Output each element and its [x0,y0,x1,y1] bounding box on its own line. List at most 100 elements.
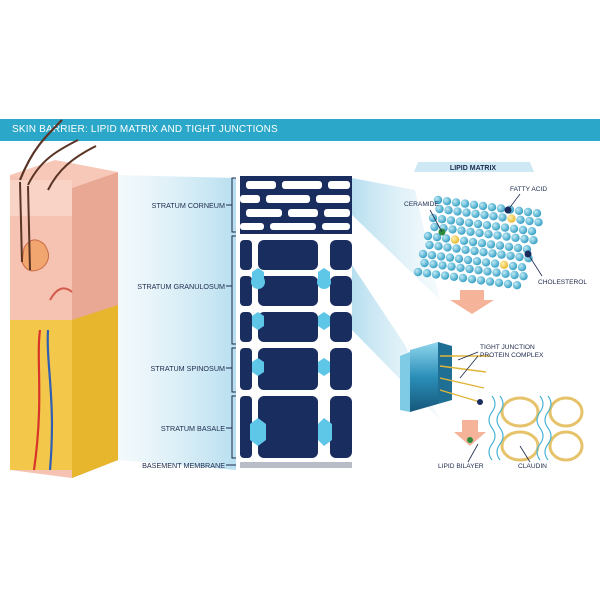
lipid-sphere [457,226,466,235]
lipid-sphere [477,239,487,248]
lipid-sphere [442,197,452,206]
lipid-sphere [489,212,498,221]
callout-claudin: CLAUDIN [518,463,547,470]
title-banner [0,119,600,141]
lipid-sphere [515,252,524,262]
lipid-sphere [488,249,497,258]
lipid-sphere [523,207,533,217]
lipid-sphere [499,260,509,269]
lipid-sphere [464,218,474,227]
lipid-sphere [466,227,475,236]
lipid-sphere [438,261,447,270]
lipid-sphere [452,244,461,253]
lipid-matrix-panel [413,162,543,314]
lipid-sphere [435,204,444,214]
lipid-sphere [532,209,542,218]
lipid-sphere [418,249,428,259]
lipid-sphere [516,215,525,224]
lipid-sphere [506,251,515,260]
lipid-sphere [500,223,510,232]
callout-tight-junction-line1: TIGHT JUNCTION [480,344,535,351]
lipid-sphere [534,218,543,227]
layer-label-stratum-basale: STRATUM BASALE [160,424,225,433]
epidermis-layer-column [240,176,352,468]
lipid-sphere [511,233,520,242]
lipid-sphere [474,266,483,275]
lipid-sphere [491,222,501,231]
lipid-sphere [445,253,455,262]
lipid-sphere [486,240,496,249]
lipid-sphere [451,198,461,207]
callout-fatty-acid: FATTY ACID [510,186,548,193]
lipid-sphere [461,245,470,254]
lipid-sphere [496,204,506,213]
lipid-sphere [481,258,491,267]
callout-leaders [429,193,543,463]
lipid-sphere [493,231,502,240]
lipid-sphere [471,209,480,218]
callout-ceramide: CERAMIDE [404,201,439,208]
lipid-sphere [520,234,529,244]
lipid-sphere [476,276,486,285]
lipid-sphere [484,230,493,239]
skin-cross-section [10,119,118,478]
lipid-sphere [510,270,519,280]
layer-label-basement-membrane: BASEMENT MEMBRANE [142,461,225,470]
lipid-sphere [444,206,453,215]
lipid-sphere [443,243,452,252]
lipid-sphere [518,225,528,235]
lipid-sphere [482,221,492,230]
lipid-sphere [431,270,441,279]
callout-tight-junction-line2: PROTEIN COMPLEX [480,351,544,359]
layer-label-stratum-granulosum: STRATUM GRANULOSUM [137,282,225,291]
lipid-sphere [472,257,482,266]
lipid-sphere [494,278,504,287]
lipid-sphere [492,268,501,277]
lipid-sphere [509,224,519,233]
down-arrow-icon-2 [454,420,486,446]
lipid-sphere [423,231,433,241]
lipid-sphere [501,269,510,278]
lipid-sphere [483,267,492,276]
lipid-sphere [469,200,479,209]
lipid-sphere [514,206,524,215]
callout-cholesterol: CHOLESTEROL [538,279,588,286]
lipid-sphere [463,255,473,265]
lipid-sphere [519,272,528,281]
lipid-sphere [427,251,437,260]
lipid-sphere [479,248,488,257]
lipid-sphere [422,269,432,278]
tight-junction-panel [400,342,584,462]
lipid-sphere [475,228,484,238]
diagram-title: SKIN BARRIER: LIPID MATRIX AND TIGHT JUN… [12,124,278,135]
lipid-sphere [456,263,465,272]
lipid-sphere [446,216,456,225]
lipid-sphere [478,201,488,211]
lipid-sphere [425,240,434,250]
layer-label-stratum-spinosum: STRATUM SPINOSUM [150,364,225,373]
lipid-sphere [460,199,470,208]
lipid-sphere [498,213,507,222]
lipid-sphere [433,195,443,205]
lipid-sphere [529,236,538,245]
lipid-sphere [437,215,447,224]
lipid-sphere [465,264,474,274]
layer-label-stratum-corneum: STRATUM CORNEUM [151,201,225,210]
lipid-sphere [517,263,527,272]
lipid-sphere [495,241,505,250]
zoom-beam-left [118,175,236,470]
lipid-sphere [468,237,478,247]
layer-brackets [226,177,236,466]
lipid-sphere [441,234,451,243]
lipid-sphere [497,250,506,259]
lipid-sphere [527,227,537,236]
lipid-sphere [513,243,523,253]
lipid-sphere [413,267,423,277]
lipid-sphere [459,236,469,245]
lipid-sphere [470,246,479,256]
lipid-sphere [473,219,483,229]
lipid-sphere [467,275,477,284]
down-arrow-icon [450,290,494,314]
